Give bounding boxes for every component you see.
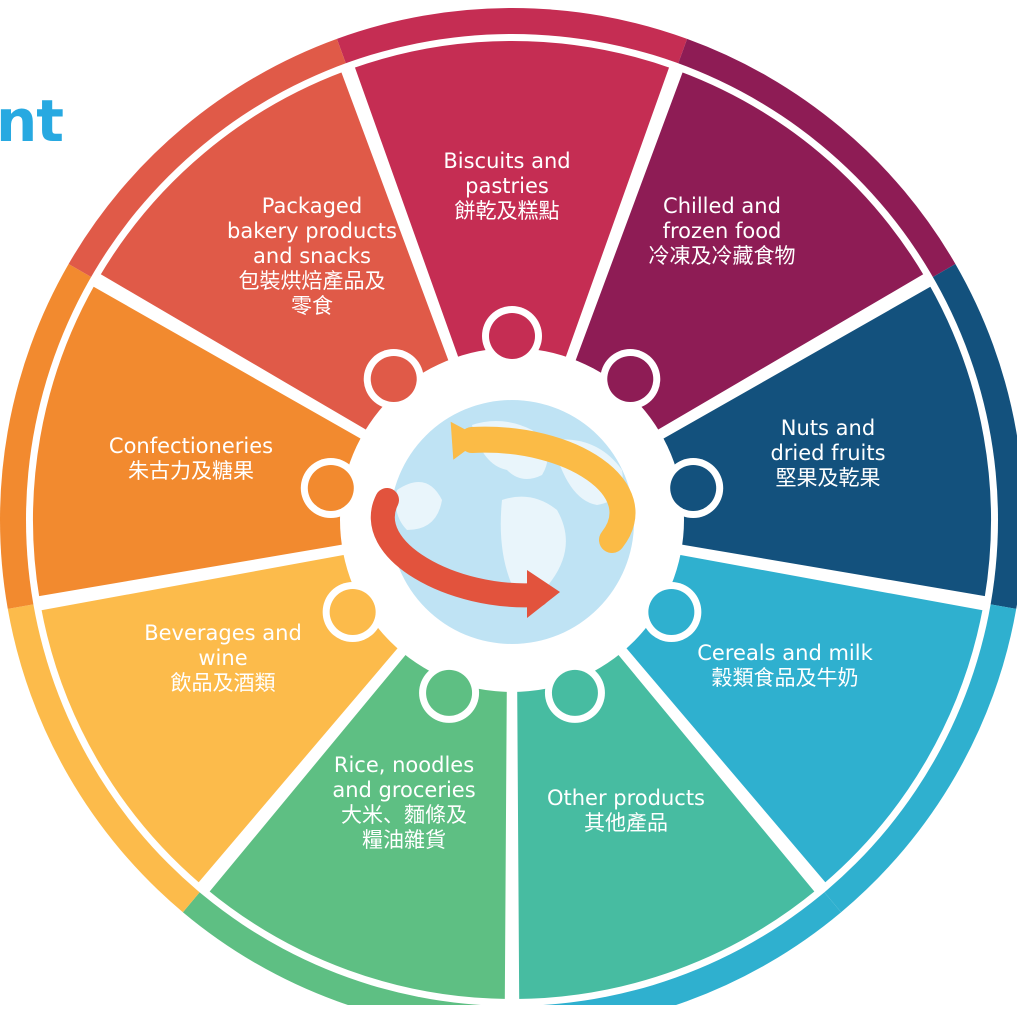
bubble-nuts (670, 465, 717, 512)
arrow-top-icon (459, 426, 636, 553)
segment-biscuits (348, 35, 676, 393)
bubble-beverages (329, 589, 376, 635)
label-rice-line-4: 糧油雜貨 (362, 828, 446, 852)
label-beverages-line-2: wine (198, 646, 247, 670)
label-rice-line-3: 大米、麵條及 (341, 803, 467, 827)
label-cereals-line-2: 穀類食品及牛奶 (712, 666, 859, 690)
label-beverages-line-1: Beverages and (144, 621, 302, 645)
label-biscuits-line-3: 餅乾及糕點 (455, 199, 560, 223)
globe-land-america (395, 482, 442, 530)
label-other-line-2: 其他產品 (584, 811, 668, 835)
segment-packaged (93, 65, 466, 453)
label-confectioneries-line-1: Confectioneries (109, 434, 273, 458)
label-cereals-line-1: Cereals and milk (697, 641, 873, 665)
center-hub (300, 306, 724, 723)
label-packaged-line-2: bakery products (227, 219, 397, 243)
bubble-packaged (370, 356, 417, 403)
label-nuts-line-3: 堅果及乾果 (776, 466, 881, 490)
label-chilled-line-3: 冷凍及冷藏食物 (649, 244, 796, 268)
label-packaged-line-1: Packaged (262, 194, 362, 218)
label-beverages-line-3: 飲品及酒類 (171, 671, 276, 695)
segment-confectioneries (27, 279, 395, 603)
segment-other (511, 624, 822, 1005)
label-chilled-line-1: Chilled and (663, 194, 781, 218)
bubble-biscuits (489, 313, 535, 359)
label-rice-line-1: Rice, noodles (334, 753, 474, 777)
label-nuts-line-1: Nuts and (781, 416, 875, 440)
bubble-cereals (648, 589, 695, 635)
arrow-bottom-icon (370, 488, 549, 608)
label-packaged-line-3: and snacks (253, 244, 371, 268)
label-biscuits-line-1: Biscuits and (443, 149, 570, 173)
page-heading-fragment: nt (0, 87, 64, 155)
bubble-other (551, 669, 598, 716)
segments (27, 35, 997, 1005)
bubble-chilled (607, 356, 654, 403)
arrow-bottom-head-icon (527, 570, 560, 618)
label-packaged-line-5: 零食 (291, 294, 333, 318)
segment-beverages (35, 542, 425, 890)
label-biscuits-line-2: pastries (465, 174, 549, 198)
label-packaged-line-4: 包裝烘焙產品及 (239, 269, 386, 293)
segment-cereals (599, 542, 989, 890)
globe-land-africa (500, 496, 566, 599)
label-chilled-line-2: frozen food (663, 219, 782, 243)
arrow-top-head-icon (450, 421, 483, 460)
segment-nuts (629, 279, 997, 603)
label-nuts-line-2: dried fruits (770, 441, 885, 465)
bubble-confectioneries (307, 465, 354, 512)
segment-rice (202, 624, 513, 1005)
label-rice-line-2: and groceries (332, 778, 475, 802)
label-confectioneries-line-2: 朱古力及糖果 (128, 459, 254, 483)
segment-chilled (558, 65, 931, 453)
bubble-rice (426, 669, 473, 716)
label-other-line-1: Other products (547, 786, 705, 810)
